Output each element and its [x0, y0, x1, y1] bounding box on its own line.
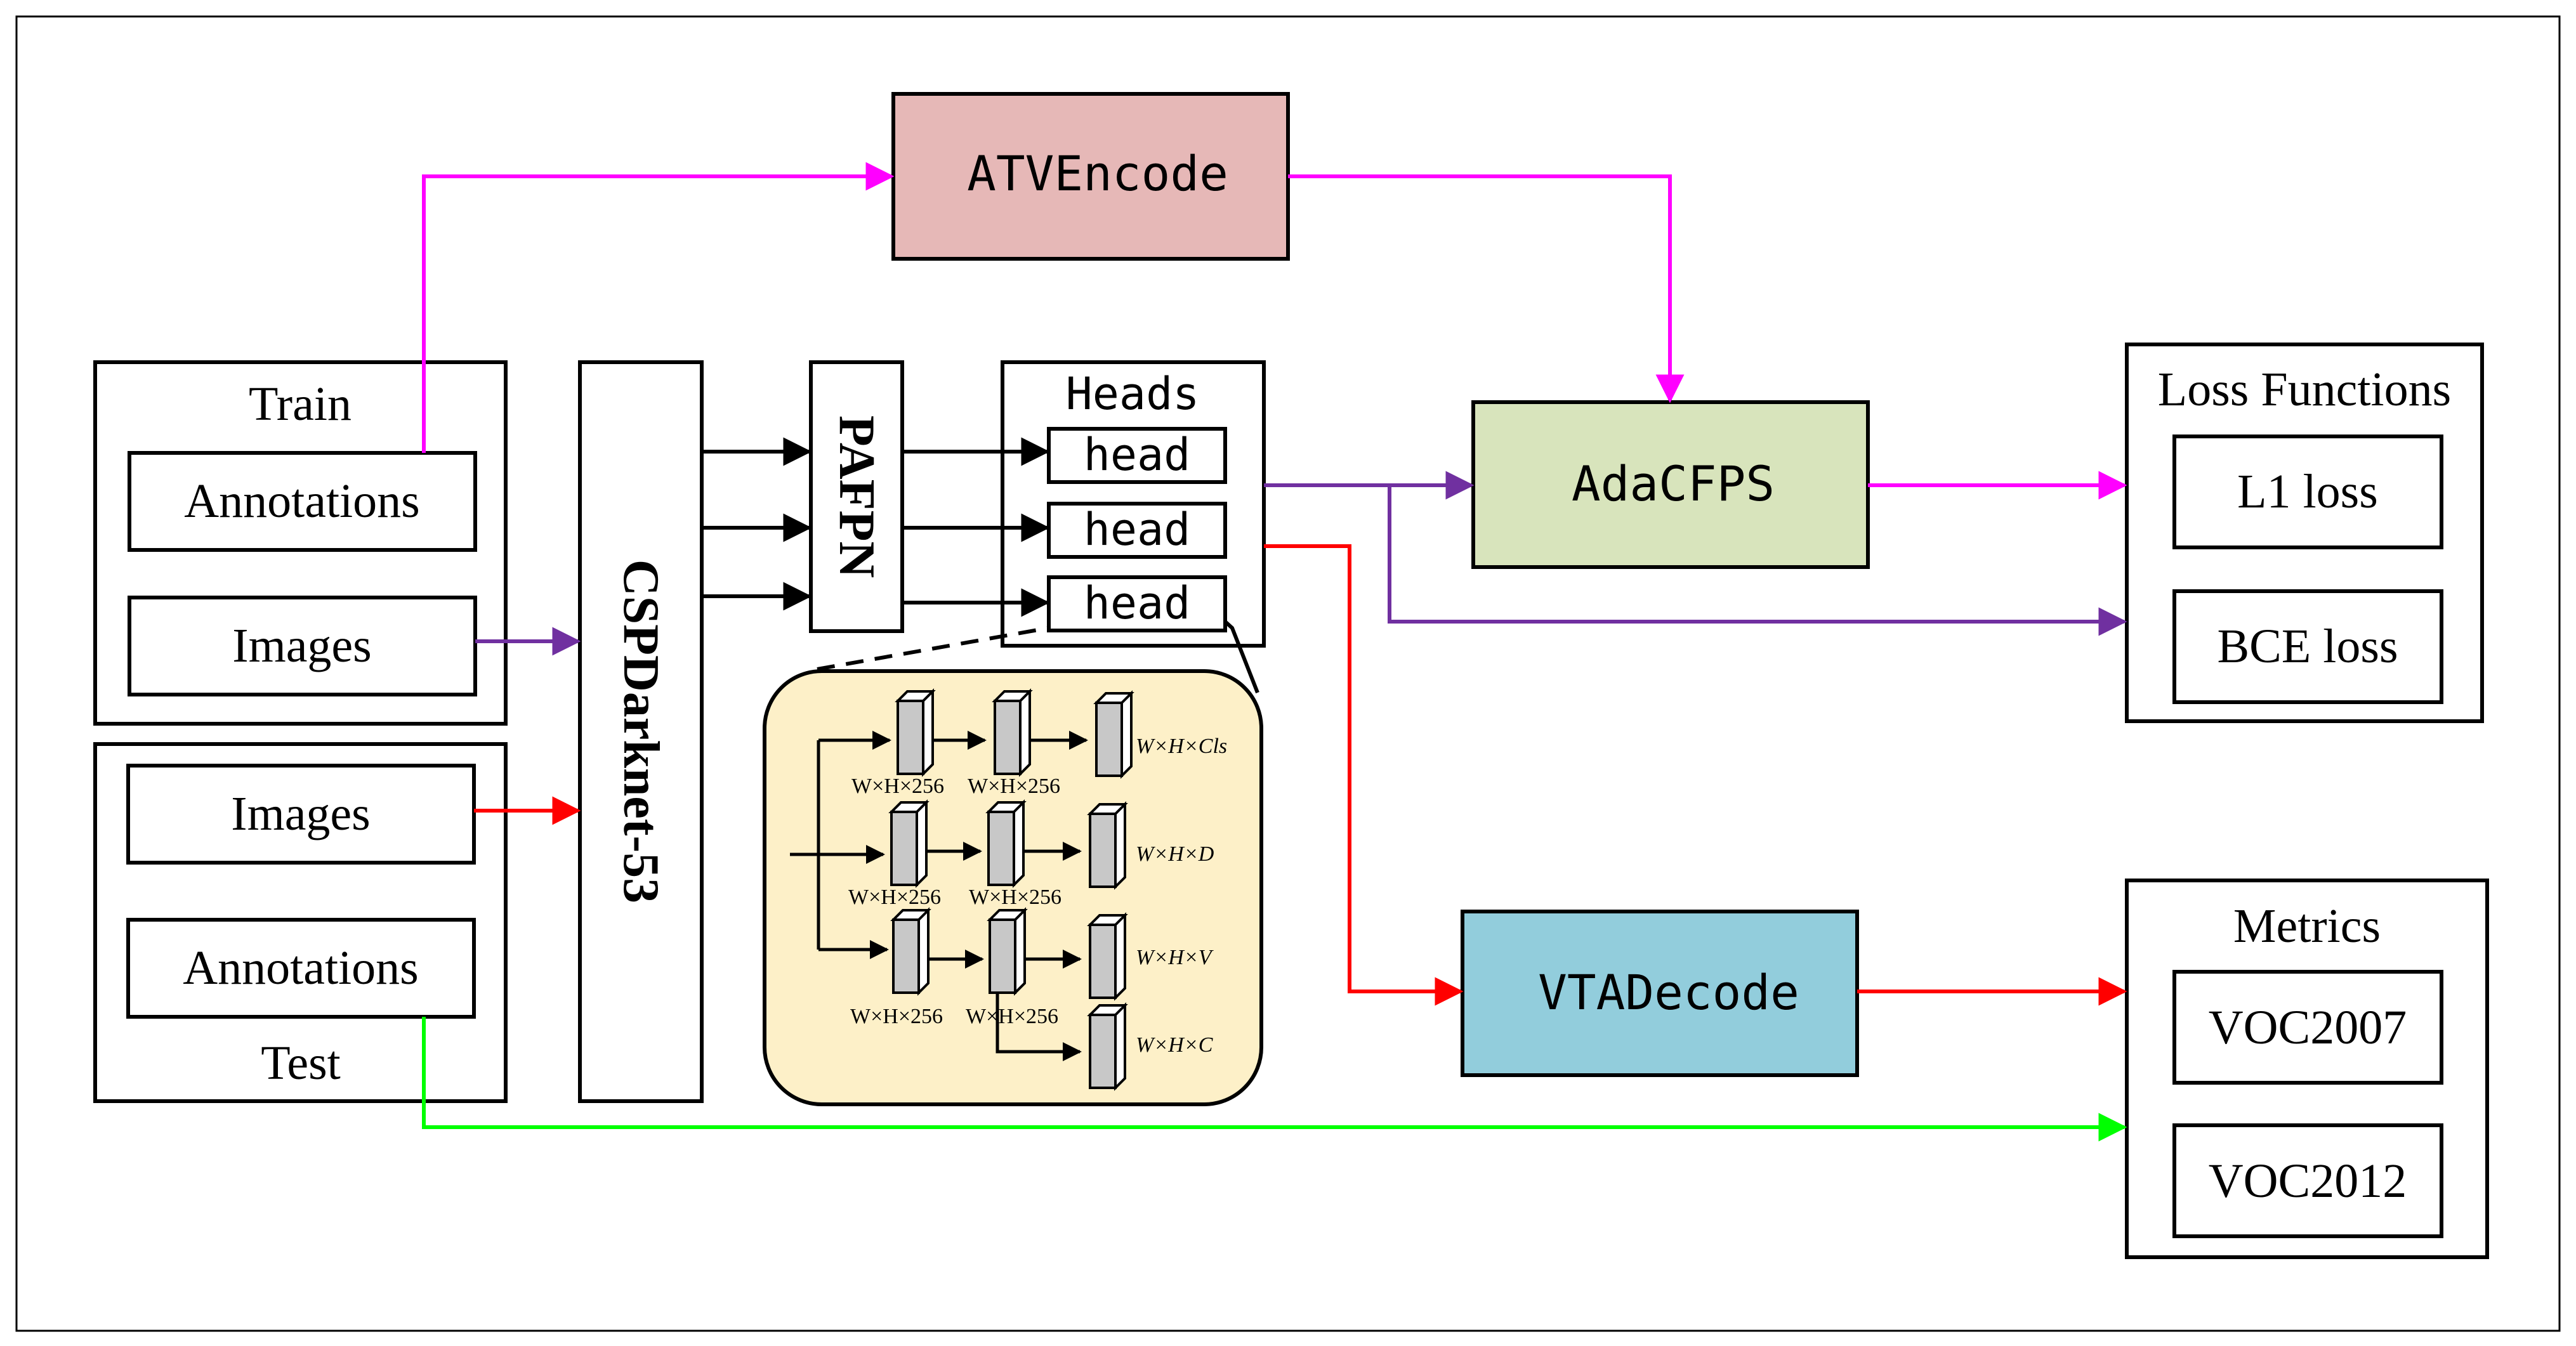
arrow-annotations-to-atv: [422, 162, 895, 453]
head-detail-box: [763, 669, 1263, 1106]
backbone-label: CSPDarknet-53: [613, 559, 669, 903]
l1-loss-box: [2172, 435, 2443, 549]
metrics-group: Metrics VOC2007 VOC2012: [2125, 879, 2489, 1259]
atv-label: ATVEncode: [967, 145, 1228, 202]
feature-block: [985, 799, 1027, 888]
bce-loss-box: [2172, 589, 2443, 704]
output-v-label: W×H×V: [1136, 946, 1214, 969]
feature-block: [888, 799, 930, 888]
train-annotations-label: Annotations: [184, 474, 420, 528]
feature-block: [895, 688, 936, 777]
test-annotations-label: Annotations: [183, 941, 419, 995]
ada-block: AdaCFPS: [1471, 400, 1870, 569]
l1-loss-label: L1 loss: [2237, 465, 2378, 518]
feature-block: [1087, 801, 1128, 890]
train-group: Train Annotations Images: [93, 360, 508, 726]
output-c-label: W×H×C: [1136, 1033, 1213, 1057]
ada-label: AdaCFPS: [1572, 455, 1775, 512]
voc2007-label: VOC2007: [2209, 1001, 2407, 1054]
vta-box: [1461, 910, 1859, 1077]
train-annotations-box: [128, 451, 477, 552]
output-cls-label: W×H×Cls: [1136, 735, 1227, 758]
heads-title: Heads: [1066, 368, 1200, 420]
voc2007-box: [2172, 970, 2443, 1085]
voc2012-box: [2172, 1123, 2443, 1238]
train-images-label: Images: [232, 619, 371, 672]
loss-group: Loss Functions L1 loss BCE loss: [2125, 343, 2484, 723]
vta-label: VTADecode: [1538, 964, 1799, 1021]
head-label-3: head: [1084, 577, 1191, 629]
feature-block: [1087, 912, 1128, 1001]
arrow-test-annotations-to-metrics: [422, 1017, 2127, 1142]
backbone-box: [578, 360, 704, 1103]
arrow-heads-to-vta: [1264, 544, 1464, 1006]
head-label-2: head: [1084, 504, 1191, 556]
vta-block: VTADecode: [1461, 910, 1859, 1077]
test-images-box: [126, 764, 476, 865]
detail-arrow: [996, 977, 1082, 1061]
output-d-label: W×H×D: [1136, 842, 1214, 866]
test-annotations-box: [126, 918, 476, 1019]
feature-size-label: W×H×256: [850, 1005, 943, 1028]
metrics-title: Metrics: [2233, 899, 2381, 953]
feature-size-label: W×H×256: [968, 774, 1060, 798]
neck-block: PAFPN: [809, 360, 904, 633]
atv-box: [891, 92, 1290, 261]
feature-size-label: W×H×256: [969, 885, 1061, 909]
feature-block: [987, 907, 1028, 996]
feature-block: [1093, 690, 1134, 779]
backbone-block: CSPDarknet-53: [578, 360, 704, 1103]
arrow-heads-to-bce: [1388, 485, 2127, 636]
feature-block: [1087, 1002, 1128, 1091]
bce-loss-label: BCE loss: [2217, 620, 2398, 673]
train-title: Train: [249, 377, 352, 431]
feature-block: [992, 688, 1033, 777]
feature-size-label: W×H×256: [848, 885, 941, 909]
feature-size-label: W×H×256: [851, 774, 944, 798]
train-images-box: [128, 596, 477, 696]
feature-block: [890, 907, 931, 996]
atv-block: ATVEncode: [891, 92, 1290, 261]
ada-box: [1471, 400, 1870, 569]
feature-size-label: W×H×256: [966, 1005, 1058, 1028]
neck-label: PAFPN: [829, 415, 884, 578]
neck-box: [809, 360, 904, 633]
loss-title: Loss Functions: [2158, 363, 2451, 416]
head-label-1: head: [1084, 429, 1191, 481]
test-group: Images Annotations Test: [93, 742, 508, 1103]
head-detail-panel: W×H×256 W×H×256 W×H×256 W×H×256 W×H×256 …: [763, 620, 1263, 1106]
arrow-atv-to-ada: [1288, 174, 1685, 403]
test-images-label: Images: [231, 787, 370, 840]
zoom-line-left: [817, 626, 1049, 671]
voc2012-label: VOC2012: [2209, 1154, 2407, 1208]
zoom-line-right: [1223, 620, 1259, 694]
test-title: Test: [261, 1036, 341, 1090]
